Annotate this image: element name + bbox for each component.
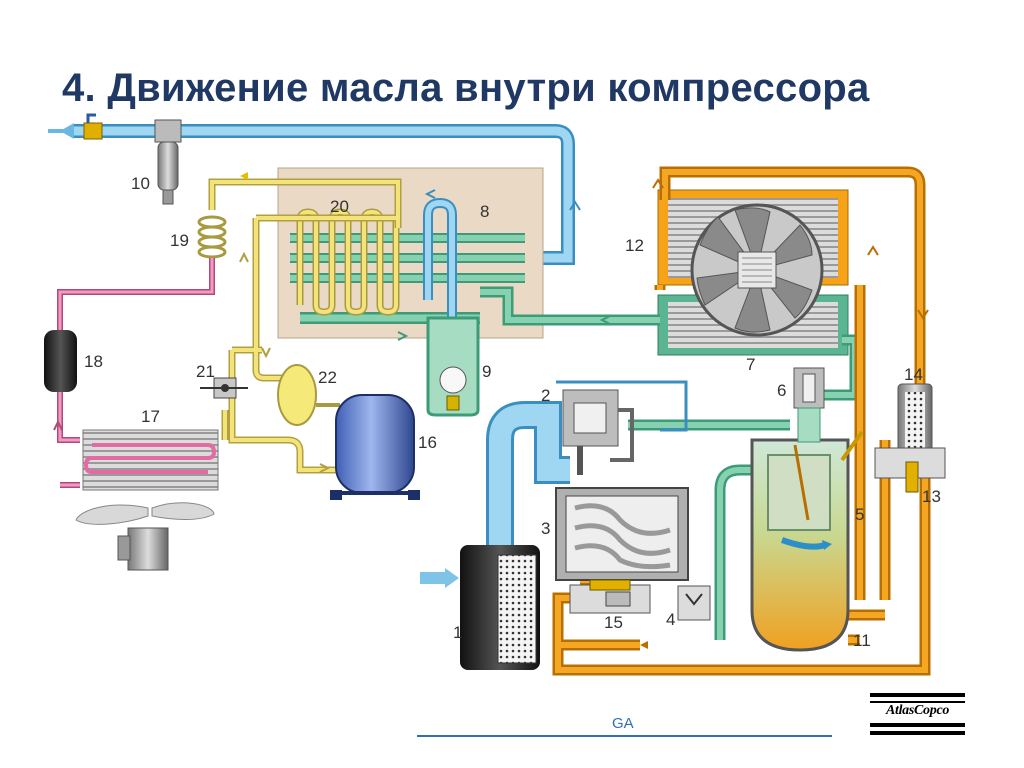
slide-title: 4. Движение масла внутри компрессора [62, 66, 870, 110]
component-3-screw-element [555, 487, 689, 581]
label-16: 16 [418, 433, 437, 452]
component-13-thermostatic-valve [874, 447, 946, 493]
component-16-refrigerant-compressor [330, 394, 420, 500]
label-10: 10 [131, 174, 150, 193]
component-17-condenser [82, 429, 219, 491]
component-5-oil-separator-vessel [750, 438, 850, 652]
component-15-oil-stop-valve [569, 579, 651, 614]
footer-text: GA [612, 715, 634, 732]
component-6-minimum-pressure-valve [793, 367, 825, 443]
label-19: 19 [170, 231, 189, 250]
refrigerant-liquid-line [53, 258, 215, 488]
label-17: 17 [141, 407, 160, 426]
component-2-inlet-valve [556, 380, 688, 475]
label-14: 14 [904, 365, 923, 384]
component-21-hot-gas-bypass-valve [200, 377, 248, 399]
component-14-oil-filter [897, 383, 933, 455]
label-15: 15 [604, 613, 623, 632]
component-18-filter-drier [44, 330, 77, 392]
valve-handle [86, 113, 96, 123]
label-4: 4 [666, 610, 675, 629]
air-outlet-arrow [60, 123, 74, 139]
component-22-liquid-receiver [277, 364, 317, 426]
footer-line [417, 735, 832, 737]
label-20: 20 [330, 197, 349, 216]
label-8: 8 [480, 202, 489, 221]
pressure-sensor [840, 430, 864, 462]
component-20-evaporator-coil [296, 208, 400, 316]
logo-text: AtlasCopco [870, 703, 965, 719]
label-11: 11 [853, 631, 871, 650]
condenser-fan [75, 502, 215, 571]
component-1-air-filter [420, 545, 540, 670]
component-19-capillary-coil [197, 215, 227, 259]
atlas-copco-logo: AtlasCopco [870, 690, 965, 740]
refrigerant-gas-lines [208, 172, 402, 474]
air-up-arrow [569, 200, 581, 211]
label-22: 22 [318, 368, 337, 387]
flow-arrow [424, 189, 436, 199]
cooling-fan [690, 203, 824, 337]
label-5: 5 [855, 505, 864, 524]
component-4-check-valve [677, 585, 711, 621]
outlet-valve [83, 122, 103, 140]
label-12: 12 [625, 236, 644, 255]
label-21: 21 [196, 362, 215, 381]
flow-arrow [397, 331, 409, 341]
label-1: 1 [453, 623, 462, 642]
label-6: 6 [777, 381, 786, 400]
label-13: 13 [922, 487, 941, 506]
label-7: 7 [746, 355, 755, 374]
label-3: 3 [541, 519, 550, 538]
air-tube-to-separator [423, 197, 457, 372]
air-inlet-duct [486, 401, 570, 545]
label-2: 2 [541, 386, 550, 405]
label-9: 9 [482, 362, 491, 381]
air-outlet-pipe [48, 113, 581, 265]
label-18: 18 [84, 352, 103, 371]
component-9-water-separator [426, 316, 480, 417]
component-10-outlet-filter [154, 119, 182, 205]
